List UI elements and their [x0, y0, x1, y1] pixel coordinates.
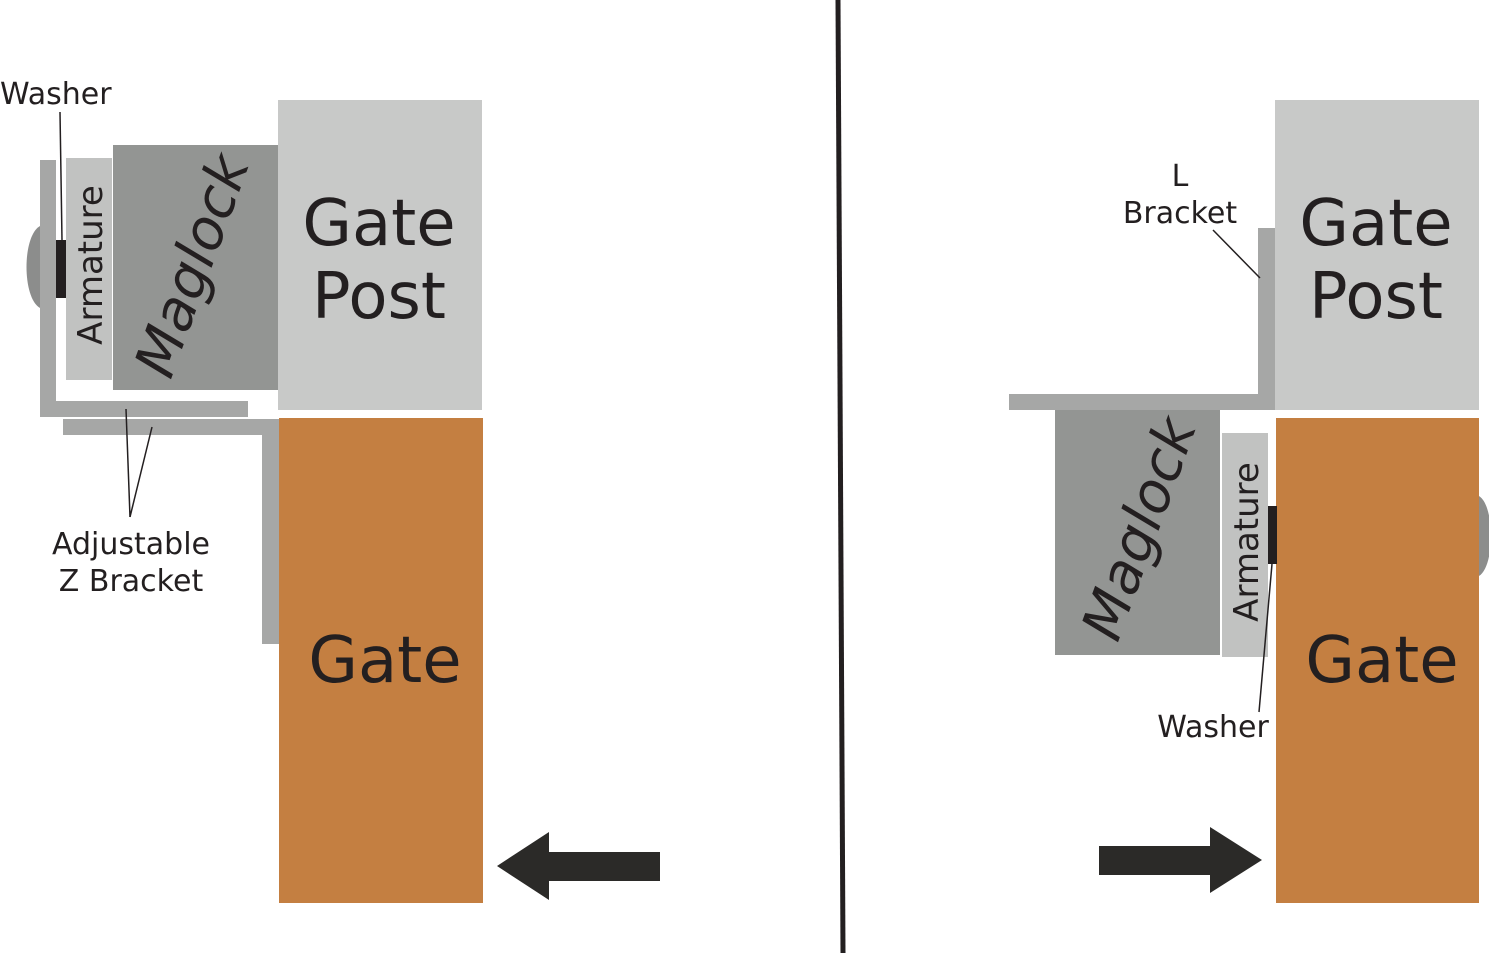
right-bolt-head	[1479, 496, 1489, 576]
left-gate-post-label-line2: Post	[312, 260, 446, 334]
left-washer-label: Washer	[0, 77, 112, 112]
right-washer-label: Washer	[1157, 710, 1269, 745]
left-gate-label: Gate	[308, 624, 461, 698]
right-l-bracket-horizontal	[1009, 394, 1275, 410]
left-panel: Gate Post Gate Armature Maglock Washer A…	[0, 77, 660, 903]
right-armature	[1222, 433, 1268, 657]
right-gate-post	[1275, 100, 1479, 410]
left-gate-post	[278, 100, 482, 410]
right-gate-post-label-line1: Gate	[1299, 187, 1452, 261]
left-maglock	[113, 145, 278, 390]
right-l-bracket-vertical	[1258, 228, 1275, 410]
left-gate	[279, 418, 483, 903]
left-armature	[66, 158, 112, 380]
left-z-bracket-vertical	[40, 160, 56, 417]
left-arrow-icon	[497, 832, 660, 900]
left-bolt-head	[26, 226, 40, 308]
left-gate-post-label-line1: Gate	[302, 187, 455, 261]
right-washer	[1268, 506, 1277, 564]
left-washer	[56, 240, 66, 298]
left-bracket-label-line2: Z Bracket	[59, 564, 204, 599]
left-washer-leader	[59, 111, 63, 241]
left-bracket-leader-1	[125, 408, 131, 518]
left-z-bracket-gate-leg	[262, 419, 279, 644]
right-bracket-label-line1: L	[1172, 159, 1189, 194]
panel-divider	[835, 0, 846, 953]
right-arrow-icon	[1099, 827, 1262, 893]
left-z-bracket-upper-arm	[40, 401, 248, 417]
left-bracket-leader-2	[129, 426, 153, 518]
right-bracket-leader	[1212, 229, 1261, 279]
right-washer-leader	[1258, 563, 1273, 713]
right-gate-post-label-line2: Post	[1309, 260, 1443, 334]
right-armature-label: Armature	[1227, 462, 1267, 622]
left-z-bracket-lower-arm	[63, 419, 279, 435]
right-gate	[1276, 418, 1479, 903]
right-panel: Gate Post Gate Maglock Armature L Bracke…	[1009, 100, 1489, 903]
left-armature-label: Armature	[71, 185, 111, 345]
right-gate-label: Gate	[1305, 624, 1458, 698]
left-bracket-label-line1: Adjustable	[52, 527, 210, 562]
right-bracket-label-line2: Bracket	[1123, 196, 1238, 231]
right-maglock	[1055, 410, 1220, 655]
